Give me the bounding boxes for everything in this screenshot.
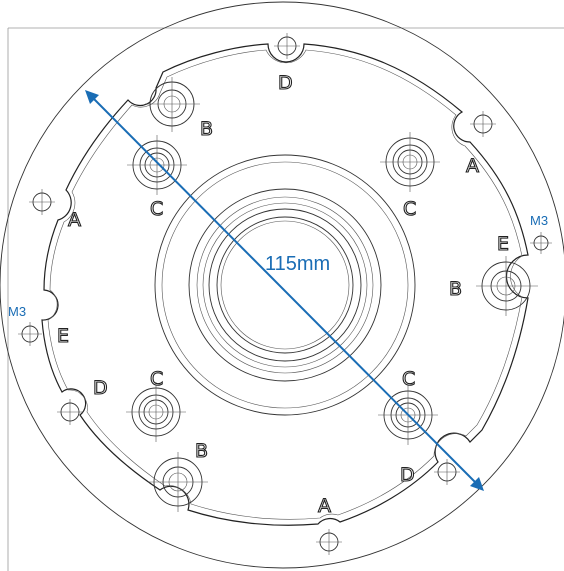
- hole-c-lower-left: [126, 382, 186, 442]
- hole-small-lower-right-d: [434, 459, 460, 485]
- label-lower-left-b: B: [195, 440, 208, 462]
- label-bottom-a: A: [318, 495, 331, 517]
- label-upper-left-c: C: [150, 198, 163, 220]
- hole-small-left-m3: [18, 322, 42, 346]
- label-right-e: E: [497, 233, 509, 255]
- label-lower-left-d: D: [93, 377, 108, 399]
- hole-small-left-a: [29, 189, 55, 215]
- label-upper-left-b: B: [200, 118, 213, 140]
- label-upper-right-a: A: [466, 155, 479, 177]
- hole-small-top: [274, 33, 300, 59]
- hole-small-lower-left-d: [57, 399, 83, 425]
- dimension-label: 115mm: [265, 253, 330, 275]
- hole-small-right-m3: [530, 232, 552, 254]
- hole-b-upper-left: [145, 77, 200, 132]
- hole-c-upper-right: [380, 132, 440, 192]
- label-lower-left-c: C: [150, 368, 163, 390]
- label-left-e: E: [57, 325, 69, 347]
- hole-b-lower-left: [148, 452, 208, 512]
- hole-small-upper-right: [470, 111, 496, 137]
- hole-b-right: [476, 256, 538, 316]
- label-right-b: B: [449, 278, 462, 300]
- label-lower-right-d: D: [400, 464, 415, 486]
- hole-c-upper-left: [127, 135, 187, 195]
- label-top-d: D: [278, 72, 293, 94]
- arrowhead-start: [85, 90, 99, 104]
- hole-small-bottom: [316, 529, 342, 555]
- label-upper-right-c: C: [403, 198, 416, 220]
- diameter-dimension: 115mm: [85, 90, 484, 491]
- label-left-a: A: [68, 209, 81, 231]
- plate-outline-inner: [47, 49, 523, 520]
- thread-label-right: M3: [530, 213, 548, 228]
- arrowhead-end: [470, 477, 484, 491]
- thread-label-left: M3: [8, 304, 26, 319]
- central-boss: [154, 154, 416, 416]
- label-lower-right-c: C: [402, 368, 415, 390]
- plate-outline: [41, 43, 529, 526]
